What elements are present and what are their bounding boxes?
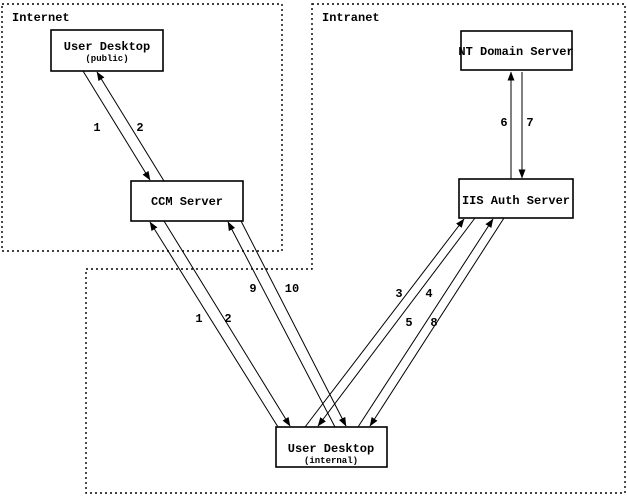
flow-label-2-public: 2 — [136, 121, 143, 135]
flow-label-1-internal: 1 — [195, 312, 202, 326]
internet-zone-border — [1, 3, 283, 252]
flow-label-1-public: 1 — [93, 121, 100, 135]
flow-3-internal-desktop-to-iis — [304, 218, 465, 428]
user-desktop-public-box — [50, 29, 164, 72]
user-desktop-public-title: User Desktop — [64, 40, 150, 54]
ccm-server-title: CCM Server — [151, 195, 223, 209]
flow-label-8: 8 — [430, 316, 437, 330]
nt-domain-server-title: NT Domain Server — [458, 45, 573, 59]
user-desktop-internal-box — [275, 426, 388, 468]
flow-label-9: 9 — [249, 282, 256, 296]
user-desktop-internal-subtitle: (internal) — [304, 456, 358, 466]
flow-1-internal-desktop-to-ccm — [149, 221, 279, 428]
flow-label-10: 10 — [285, 282, 299, 296]
flow-label-3: 3 — [395, 287, 402, 301]
nt-domain-server-box — [460, 30, 573, 71]
user-desktop-internal-title: User Desktop — [288, 442, 374, 456]
flow-label-6: 6 — [500, 116, 507, 130]
flow-9-internal-desktop-to-ccm — [227, 221, 336, 428]
iis-auth-server-box — [458, 178, 574, 219]
flow-2-ccm-to-internal-desktop — [163, 220, 291, 427]
flow-10-ccm-to-internal-desktop — [240, 220, 347, 427]
intranet-zone-border — [85, 3, 626, 494]
flow-1-public-desktop-to-ccm — [82, 70, 151, 181]
flow-label-7: 7 — [526, 116, 533, 130]
ccm-server-box — [130, 180, 244, 222]
intranet-zone-label: Intranet — [322, 11, 380, 25]
flow-label-5: 5 — [405, 316, 412, 330]
flow-5-internal-desktop-to-iis — [357, 218, 494, 428]
internet-zone-label: Internet — [12, 11, 70, 25]
flow-label-2-internal: 2 — [224, 312, 231, 326]
flow-2-ccm-to-public-desktop — [96, 71, 165, 182]
user-desktop-public-subtitle: (public) — [85, 54, 128, 64]
flow-label-4: 4 — [425, 287, 432, 301]
flow-8-iis-to-internal-desktop — [369, 217, 505, 427]
flow-4-iis-to-internal-desktop — [317, 217, 476, 427]
iis-auth-server-title: IIS Auth Server — [462, 194, 570, 208]
